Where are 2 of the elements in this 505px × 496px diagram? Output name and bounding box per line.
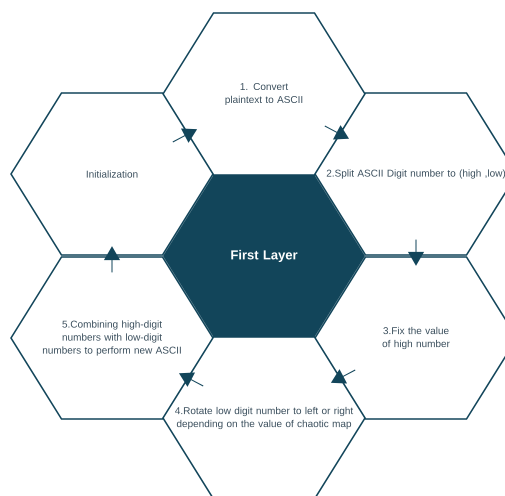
hexagon: 2.Split ASCII Digit number to (high ,low) <box>314 92 505 256</box>
hexagon: Initialization <box>10 92 214 256</box>
